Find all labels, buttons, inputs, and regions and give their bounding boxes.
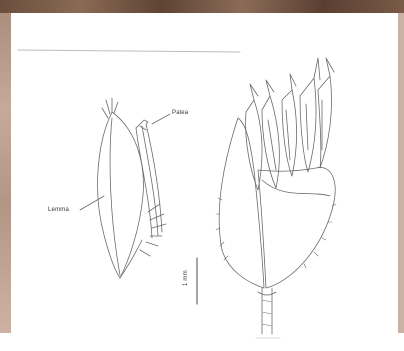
palea-leader: [152, 114, 170, 124]
palea-label: Palea: [172, 110, 188, 116]
floret-drawing: [98, 98, 166, 278]
spikelet-drawing: [216, 58, 336, 338]
top-rule: [18, 50, 240, 52]
lemma-leader: [80, 196, 104, 210]
scale-label: 1 mm: [183, 270, 189, 286]
lemma-label: Lemma: [48, 207, 69, 213]
